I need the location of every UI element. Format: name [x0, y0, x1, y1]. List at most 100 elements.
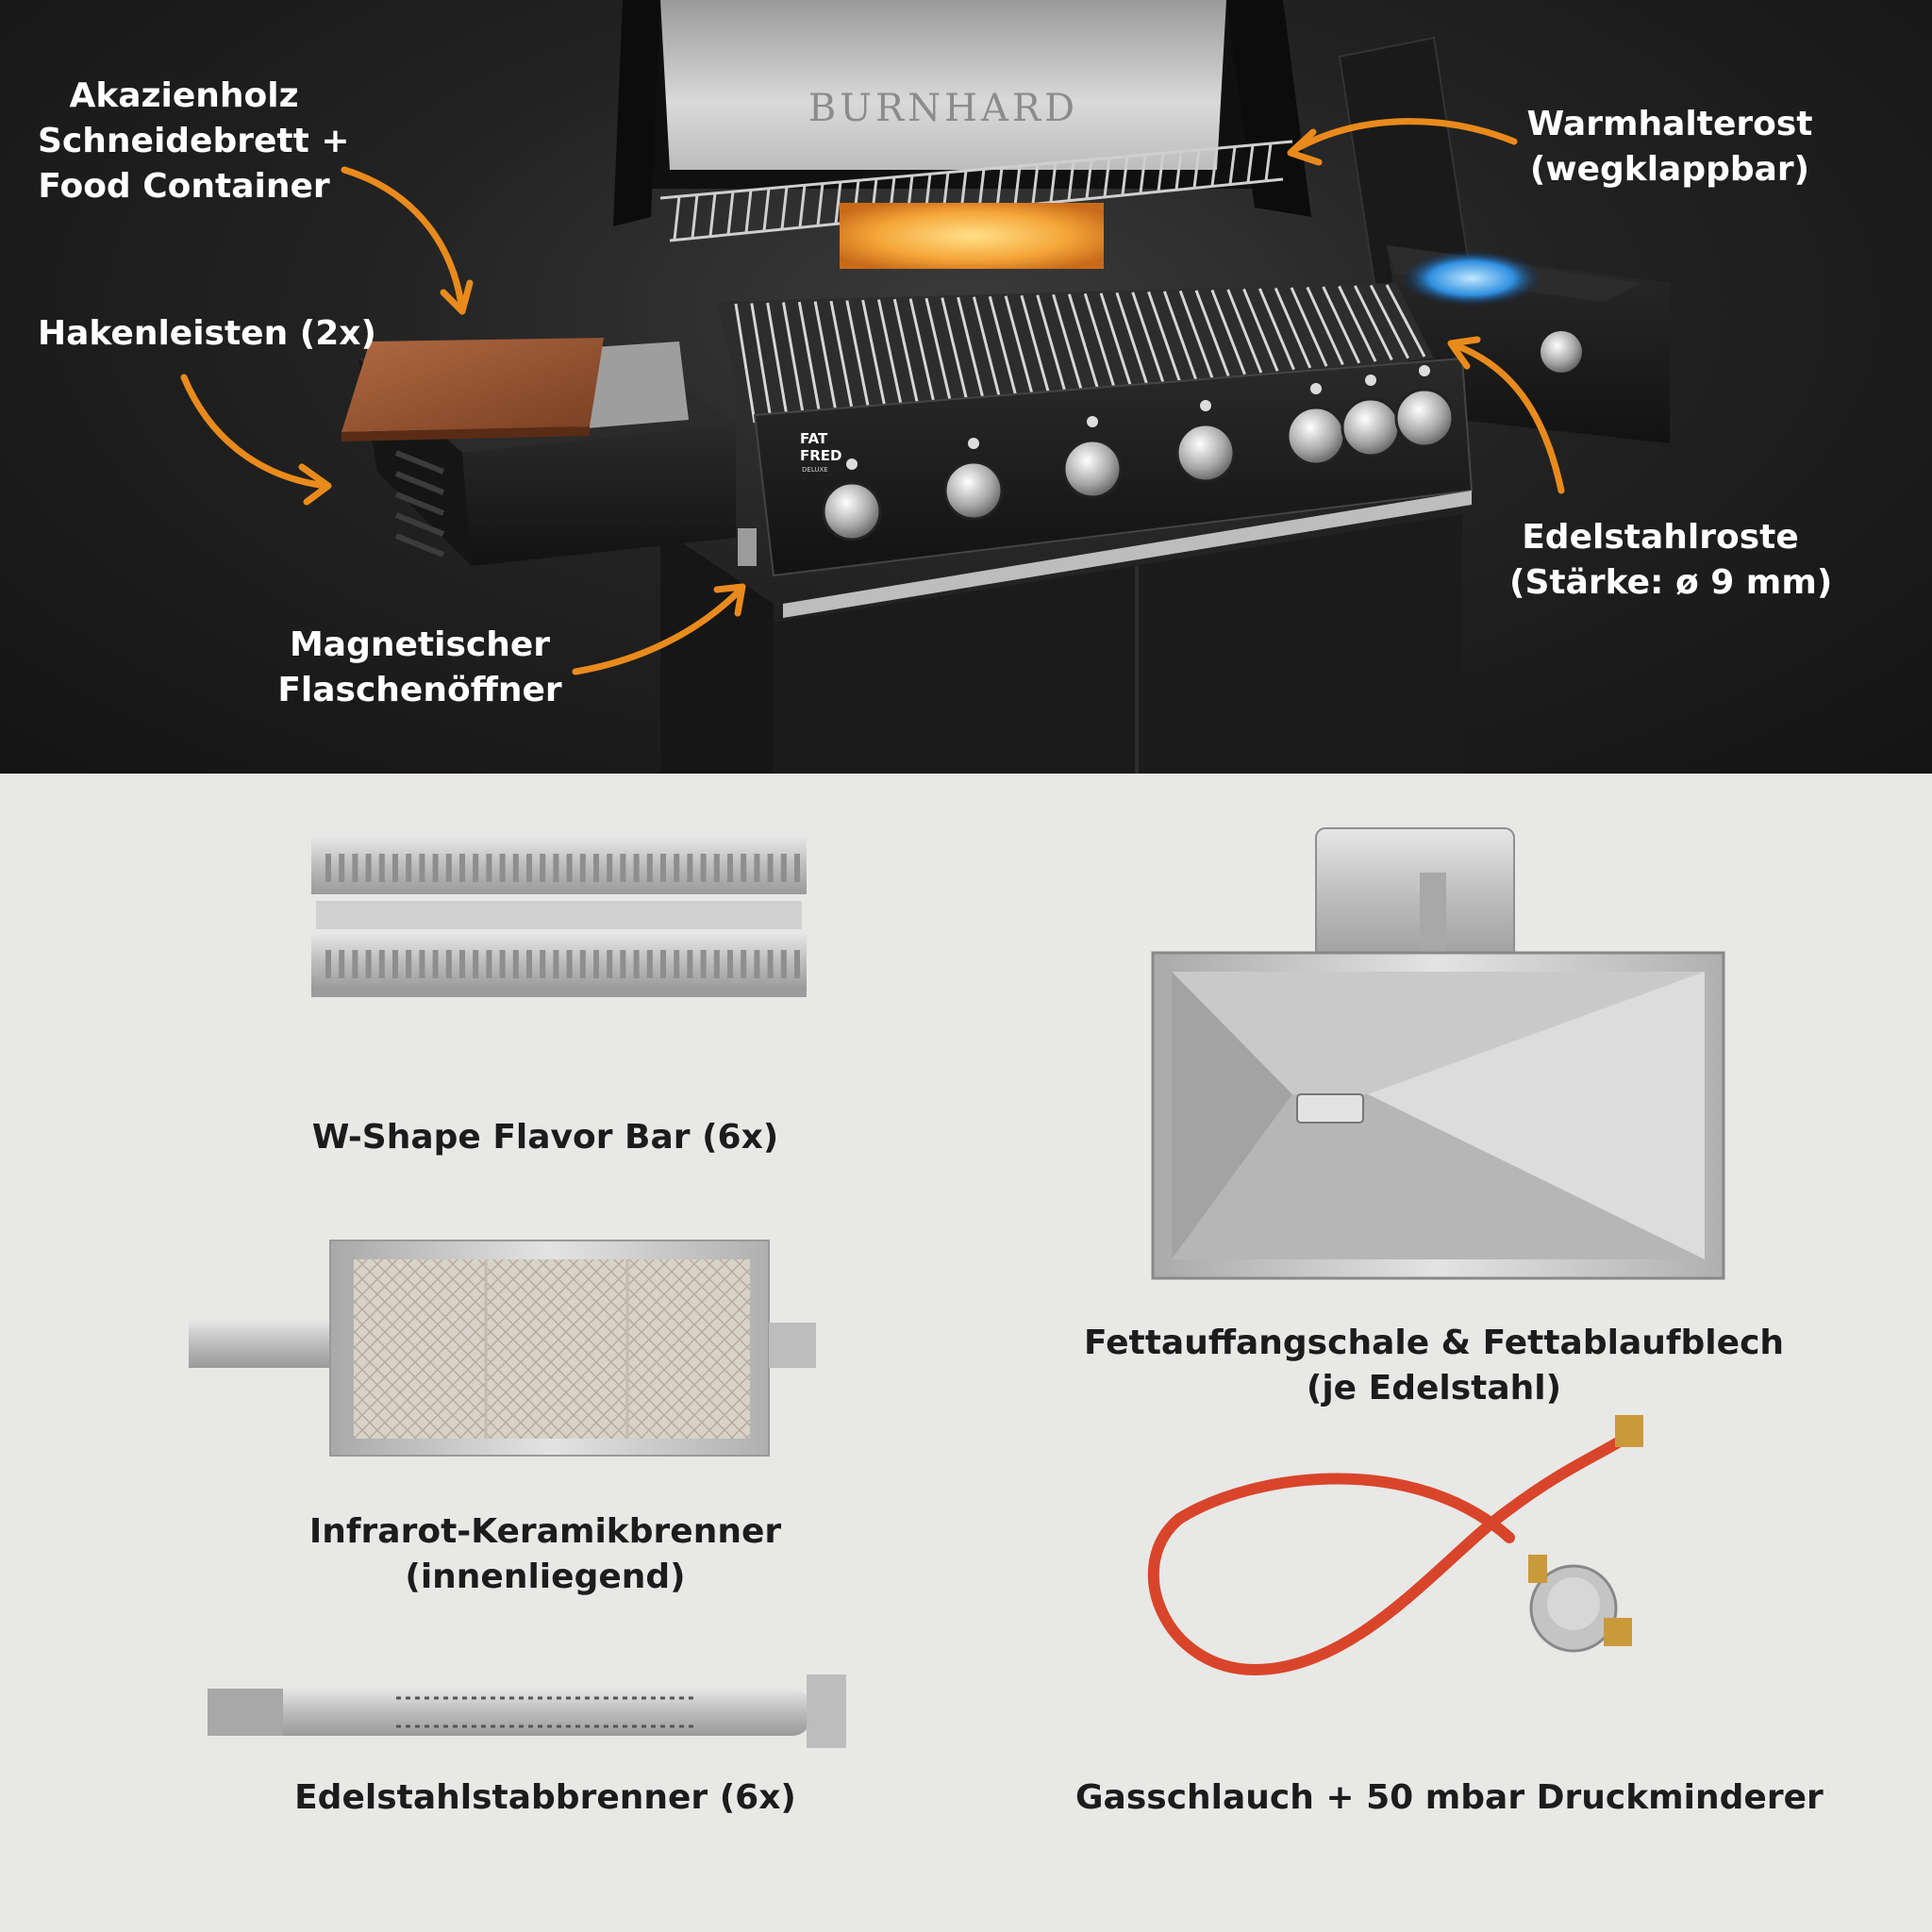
hook	[394, 533, 445, 558]
knob-indicator-icon	[1200, 400, 1211, 411]
grate-bar	[1020, 294, 1051, 394]
rack-bar	[1013, 165, 1022, 207]
flavor-slot	[512, 854, 519, 882]
cutting-board	[341, 338, 604, 441]
grate-bar	[1036, 294, 1067, 392]
callout-grates: Edelstahlroste (Stärke: ø 9 mm)	[1509, 518, 1833, 602]
grate-bar	[1257, 288, 1295, 371]
grill-illustration: BURNHARD FAT FRED	[180, 0, 1670, 774]
rack-bar	[1085, 158, 1093, 199]
flavor-slot	[445, 854, 452, 882]
grate-bar	[1290, 287, 1328, 367]
grate-bar	[1242, 288, 1279, 372]
callout-bottle-opener: Magnetischer Flaschenöffner	[277, 625, 562, 709]
rack-bar	[1210, 147, 1219, 187]
flavor-slot	[741, 854, 747, 882]
flavor-slot	[566, 950, 573, 978]
cooking-grates	[717, 283, 1434, 425]
grate-bar	[1052, 293, 1083, 391]
flavor-slot	[486, 950, 492, 978]
caption-tube-burner: Edelstahlstabbrenner (6x)	[294, 1778, 796, 1817]
flavor-slot	[365, 950, 372, 978]
hook	[394, 450, 445, 475]
caption-grease-tray: Fettauffangschale & Fettablaufblech (je …	[1083, 1324, 1785, 1407]
grill-lid: BURNHARD	[613, 0, 1311, 226]
grate-bar	[1274, 287, 1312, 369]
control-knob	[1394, 388, 1455, 448]
grate-bar	[1099, 292, 1132, 387]
caption-infrared-burner: Infrarot-Keramikbrenner (innenliegend)	[308, 1512, 782, 1596]
flavor-slot	[713, 854, 720, 882]
grate-bar	[1131, 291, 1165, 383]
flavor-slot	[660, 854, 666, 882]
flavor-slot	[553, 950, 559, 978]
flavor-slot	[432, 950, 439, 978]
rack-bar	[977, 168, 986, 209]
grate-bar	[797, 301, 822, 417]
hook	[394, 491, 445, 516]
flavor-slot	[646, 950, 653, 978]
knob-indicator-icon	[1419, 365, 1430, 376]
flavor-slot	[473, 854, 479, 882]
flavor-slot	[727, 950, 733, 978]
grate-bar	[782, 302, 806, 419]
flavor-slot	[499, 950, 506, 978]
flavor-slot	[754, 950, 760, 978]
flavor-slot	[566, 854, 573, 882]
warming-rack	[659, 140, 1293, 242]
flavor-slot	[660, 950, 666, 978]
knob-indicator-icon	[1087, 416, 1098, 427]
flavor-slot	[620, 854, 626, 882]
grate-bar	[988, 295, 1018, 398]
flavor-slot	[392, 950, 398, 978]
flavor-slot	[406, 950, 412, 978]
grate-bar	[845, 300, 871, 412]
rack-bar	[1157, 152, 1165, 192]
lid-brand-text: BURNHARD	[808, 87, 1078, 130]
hook	[394, 512, 445, 537]
flavor-slot	[633, 854, 640, 882]
rack-bar	[1174, 151, 1183, 190]
flavor-slot	[499, 854, 506, 882]
hero-photo-panel: BURNHARD FAT FRED	[0, 0, 1932, 774]
flavor-bar-image	[311, 838, 807, 997]
grate-bar	[924, 297, 953, 404]
flavor-slot	[593, 854, 599, 882]
flavor-slot	[687, 854, 693, 882]
control-knob	[1286, 406, 1346, 466]
bottle-opener	[738, 528, 757, 566]
grease-tray-image	[1151, 827, 1725, 1280]
grate-bar	[892, 298, 920, 408]
flavor-slot	[579, 854, 586, 882]
flavor-slot	[607, 950, 613, 978]
flavor-slot	[674, 950, 680, 978]
grate-bar	[734, 303, 757, 424]
flavor-slot	[352, 950, 358, 978]
flavor-slot	[687, 950, 693, 978]
grate-bar	[1194, 290, 1230, 377]
grate-bar	[1322, 286, 1361, 364]
flavor-slot	[794, 854, 800, 882]
grate-bar	[1162, 291, 1197, 380]
grate-bar	[1369, 284, 1410, 359]
flavor-slot	[754, 854, 760, 882]
rack-bar	[1049, 162, 1058, 203]
flavor-slot	[526, 950, 532, 978]
flavor-slot	[378, 950, 385, 978]
rack-bar	[1139, 154, 1147, 193]
rack-bar	[726, 191, 735, 235]
flavor-slot	[473, 950, 479, 978]
flavor-slot	[432, 854, 439, 882]
flavor-slot	[512, 950, 519, 978]
control-knob	[943, 460, 1004, 521]
knob-indicator-icon	[968, 438, 979, 449]
flavor-slot	[767, 950, 774, 978]
flavor-slot	[607, 854, 613, 882]
flavor-slot	[378, 854, 385, 882]
rack-bar	[1246, 144, 1255, 183]
flavor-slot	[540, 854, 546, 882]
rack-bar	[780, 186, 789, 229]
flavor-slot	[486, 854, 492, 882]
grate-bar	[876, 299, 904, 408]
callout-cutting-board: Akazienholz Schneidebrett + Food Contain…	[38, 76, 350, 206]
